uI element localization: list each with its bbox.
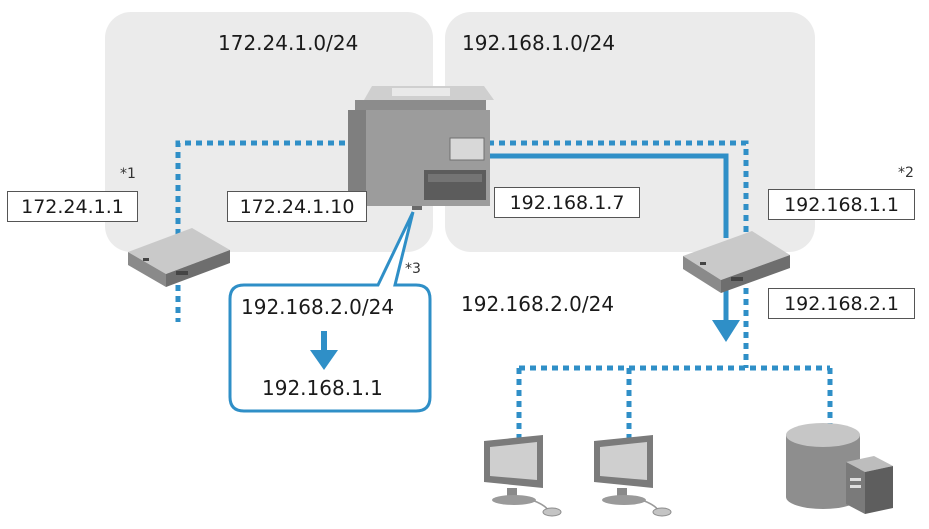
- printer-left-address-box: 172.24.1.10: [227, 191, 367, 222]
- note-marker-2: *2: [898, 165, 914, 181]
- router2-icon: [683, 231, 790, 293]
- database-server-icon: [786, 423, 893, 514]
- link-router1-printer: [175, 140, 352, 235]
- left-subnet-label: 172.24.1.0/24: [218, 31, 359, 55]
- computer1-icon: [484, 435, 562, 517]
- routing-callout: [228, 211, 432, 413]
- note-marker-1: *1: [120, 166, 136, 182]
- callout-arrow-head: [310, 350, 338, 370]
- callout-gateway-text: 192.168.1.1: [262, 376, 383, 400]
- lower-subnet-label: 192.168.2.0/24: [461, 292, 615, 316]
- route-path-upper: [488, 153, 729, 238]
- route-arrow-head: [712, 320, 740, 342]
- router1-icon: [128, 228, 230, 287]
- computer2-icon: [594, 435, 672, 517]
- printer-icon: [348, 86, 494, 210]
- router1-address-box: 172.24.1.1: [7, 191, 138, 222]
- printer-right-address-box: 192.168.1.7: [494, 187, 640, 218]
- callout-destination-text: 192.168.2.0/24: [241, 295, 395, 319]
- right-subnet-label: 192.168.1.0/24: [462, 31, 616, 55]
- router2-upper-address-box: 192.168.1.1: [768, 189, 915, 220]
- link-printer-router2: [488, 140, 749, 236]
- note-marker-3: *3: [405, 261, 421, 277]
- router2-lower-address-box: 192.168.2.1: [768, 288, 915, 319]
